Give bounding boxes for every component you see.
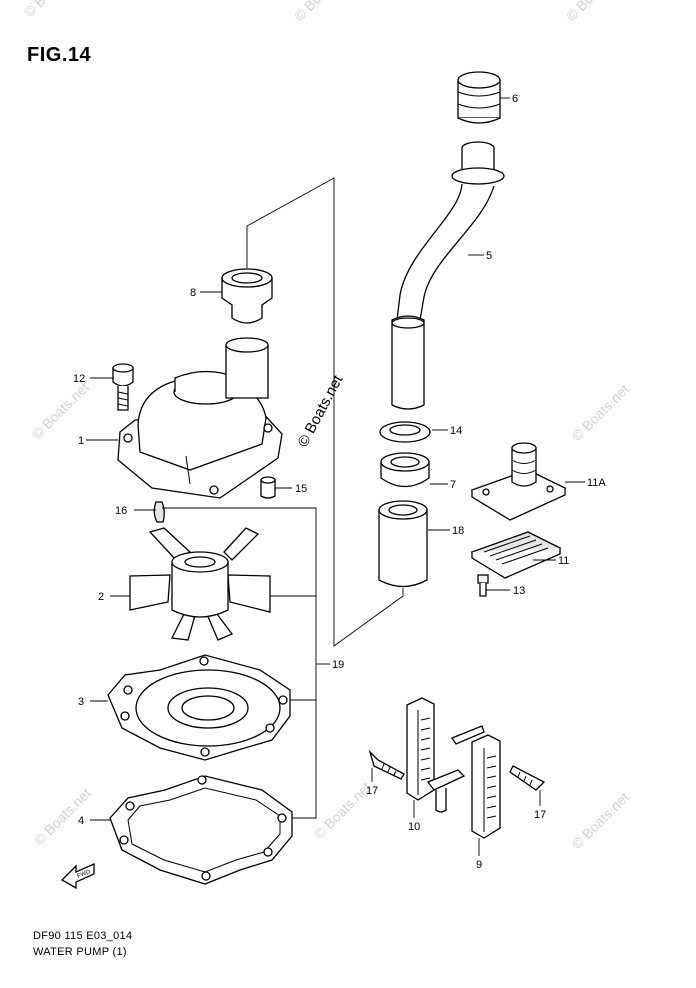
callout-8: 8 [190,287,196,299]
callout-4: 4 [78,815,84,827]
callout-18: 18 [452,525,464,537]
part-9-grille [451,725,501,839]
center-watermark: © Boats.net [295,372,347,450]
part-14-ring [379,421,431,443]
callout-16: 16 [115,505,127,517]
part-2-impeller [129,527,271,641]
part-5-water-tube [391,141,505,410]
callout-1: 1 [78,435,84,447]
watermark-text: © Boats.net [569,381,632,444]
callout-15: 15 [295,483,307,495]
watermark-text: © Boats.net [21,0,84,20]
part-10-grille [406,697,466,813]
callout-17-right: 17 [534,809,546,821]
watermark-text: © Boats.net [311,779,374,842]
watermark-text: © Boats.net [291,0,354,24]
watermark-text: © Boats.net [563,0,626,24]
callout-14: 14 [450,425,462,437]
part-17-screw-left [368,749,405,780]
part-4-gasket [109,775,293,885]
part-11-strainer [470,531,562,579]
callout-7: 7 [450,479,456,491]
watermark-text: © Boats.net [569,789,632,852]
figure-title: FIG.14 [27,44,92,66]
fwd-label: FWD [77,869,93,880]
callout-5: 5 [486,250,492,262]
callout-10: 10 [408,821,420,833]
callout-13: 13 [513,585,525,597]
callout-12: 12 [73,373,85,385]
callout-11a: 11A [587,477,606,489]
part-13-screw [477,574,489,597]
part-7-seal [380,452,430,488]
callout-19: 19 [332,659,344,671]
part-18-sleeve [378,500,428,588]
callout-2: 2 [98,591,104,603]
callout-labels: 6 5 14 7 18 11A 11 13 8 12 1 15 16 2 19 … [73,93,606,871]
watermark-text: © Boats.net [31,785,94,848]
part-15-pin [260,476,276,499]
part-6-grommet [457,71,501,124]
callout-3: 3 [78,696,84,708]
part-17-screw-right [509,765,546,791]
callout-9: 9 [476,859,482,871]
part-1-pump-case [117,337,283,499]
watermark-text: © Boats.net [29,379,92,442]
part-12-bolt [112,363,134,411]
watermark-layer: © Boats.net © Boats.net © Boats.net © Bo… [21,0,632,852]
fwd-arrow-icon: FWD [60,862,95,890]
part-11a-cover [470,442,567,521]
callout-11: 11 [558,555,569,567]
part-16-key [153,501,165,523]
callout-17-left: 17 [366,785,378,797]
figure-code: DF90 115 E03_014 [33,930,133,942]
part-3-plate [107,654,291,761]
figure-name: WATER PUMP (1) [33,946,127,958]
callout-6: 6 [512,93,518,105]
part-8-collar [221,268,273,324]
leader-lines [86,97,585,856]
